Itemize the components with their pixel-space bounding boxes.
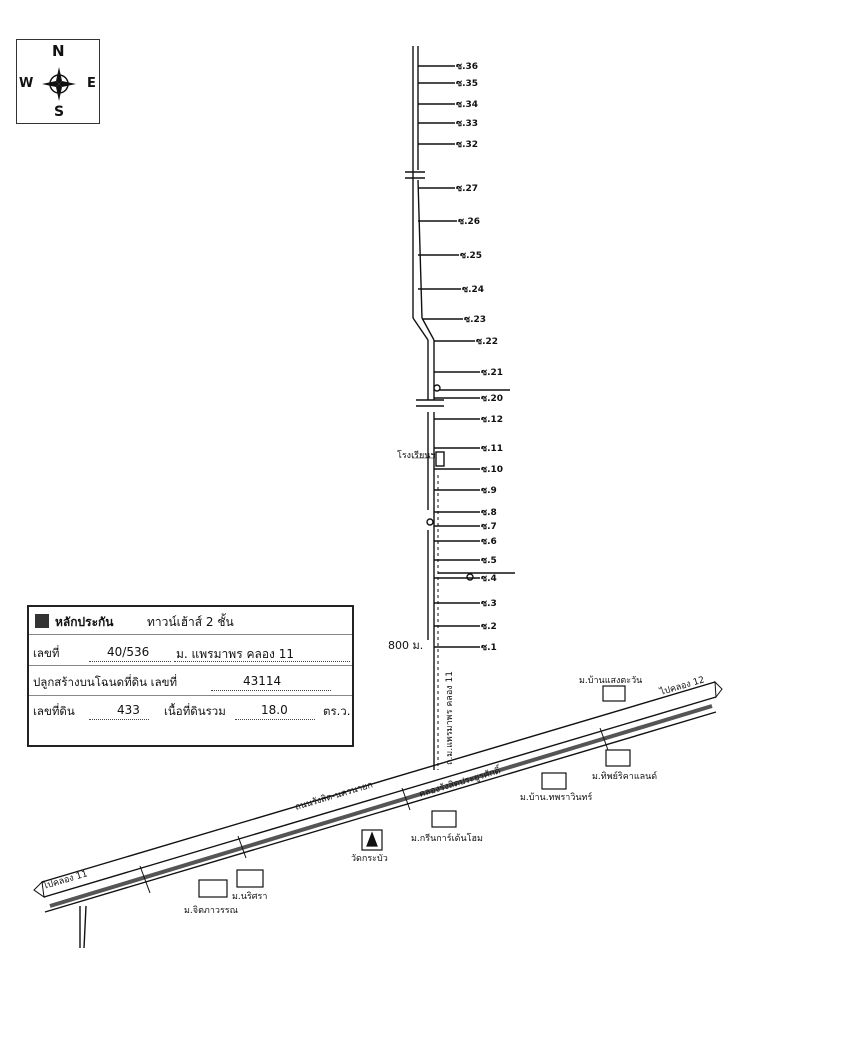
land-number-value: 433 [117, 703, 140, 717]
soi-lines [418, 65, 480, 648]
divider [29, 634, 352, 635]
soi-label: ซ.33 [456, 119, 478, 129]
number-label: เลขที่ [33, 646, 60, 660]
collateral-info-box: หลักประกัน ทาวน์เฮ้าส์ 2 ชั้น เลขที่ 40/… [27, 605, 354, 747]
village-icon [602, 685, 626, 702]
soi-label: ซ.9 [481, 486, 497, 496]
main-road [405, 46, 515, 770]
underline [235, 719, 315, 720]
soi-label: ซ.32 [456, 140, 478, 150]
compass-east-label: E [87, 76, 96, 91]
village-icon [236, 869, 264, 888]
soi-label: ซ.25 [460, 251, 482, 261]
compass-icon [42, 67, 76, 101]
soi-label: ซ.36 [456, 62, 478, 72]
info-title: หลักประกัน [55, 615, 114, 629]
deed-value: 43114 [243, 674, 282, 688]
soi-label: ซ.35 [456, 79, 478, 89]
village-icon [541, 772, 567, 790]
soi-label: ซ.3 [481, 599, 497, 609]
soi-label: ซ.10 [481, 465, 503, 475]
main-road-label: ถ.ม.แพรมาพร คลอง 11 [445, 671, 455, 765]
deed-label: ปลูกสร้างบนโฉนดที่ดิน เลขที่ [33, 675, 178, 689]
soi-label: ซ.12 [481, 415, 503, 425]
land-number-label: เลขที่ดิน [33, 704, 75, 718]
underline [211, 690, 331, 691]
underline [174, 661, 350, 662]
soi-label: ซ.24 [462, 285, 484, 295]
soi-label: ซ.7 [481, 522, 497, 532]
underline [89, 719, 149, 720]
soi-label: ซ.22 [476, 337, 498, 347]
soi-label: ซ.23 [464, 315, 486, 325]
school-label: โรงเรียนฯ [397, 450, 435, 461]
landmark-baan-thipharin: ม.บ้าน.ทพราวินทร์ [520, 791, 592, 803]
landmark-baan-saengtawan: ม.บ้านแสงตะวัน [579, 675, 642, 686]
compass-north-label: N [52, 42, 65, 60]
info-subtitle: ทาวน์เฮ้าส์ 2 ชั้น [147, 615, 234, 629]
soi-label: ซ.11 [481, 444, 503, 454]
underline [89, 661, 171, 662]
soi-label: ซ.1 [481, 643, 497, 653]
landmark-wat-krabua: วัดกระบัว [351, 854, 388, 864]
village-value: ม. แพรมาพร คลอง 11 [176, 647, 294, 661]
soi-label: ซ.27 [456, 184, 478, 194]
landmark-narisara: ม.นริศรา [232, 891, 267, 902]
direction-left-label: ไปคลอง 11 [41, 868, 89, 892]
soi-label: ซ.6 [481, 537, 497, 547]
landmark-jitpawan: ม.จิตภาวรรณ [184, 905, 238, 916]
legend-swatch [35, 614, 49, 628]
divider [29, 695, 352, 696]
direction-right-label: ไปคลอง 12 [658, 674, 706, 698]
soi-label: ซ.20 [481, 394, 503, 404]
soi-label: ซ.4 [481, 574, 497, 584]
highway [33, 680, 723, 949]
area-unit: ตร.ว. [323, 704, 351, 718]
village-icon [605, 749, 631, 767]
soi-label: ซ.8 [481, 508, 497, 518]
highway-label: ถนนรังสิต-นครนายก [294, 779, 374, 812]
soi-label: ซ.26 [458, 217, 480, 227]
divider [29, 665, 352, 666]
compass-west-label: W [19, 76, 34, 91]
area-value: 18.0 [261, 703, 288, 717]
number-value: 40/536 [107, 645, 150, 659]
landmark-icons [198, 685, 631, 898]
area-label: เนื้อที่ดินรวม [164, 704, 226, 718]
soi-label: ซ.5 [481, 556, 497, 566]
distance-label: 800 ม. [388, 639, 423, 652]
soi-label: ซ.21 [481, 368, 503, 378]
village-icon [431, 810, 457, 828]
landmark-green-tonyom: ม.กรีนการ์เด้นโฮม [411, 832, 483, 844]
village-icon [198, 879, 228, 898]
temple-icon [361, 829, 383, 851]
soi-label: ซ.34 [456, 100, 478, 110]
compass-south-label: S [54, 104, 65, 120]
soi-label: ซ.2 [481, 622, 497, 632]
landmark-thip-ricaland: ม.ทิพย์ริคาแลนด์ [592, 770, 657, 782]
compass-rose: N S W E [16, 39, 100, 124]
